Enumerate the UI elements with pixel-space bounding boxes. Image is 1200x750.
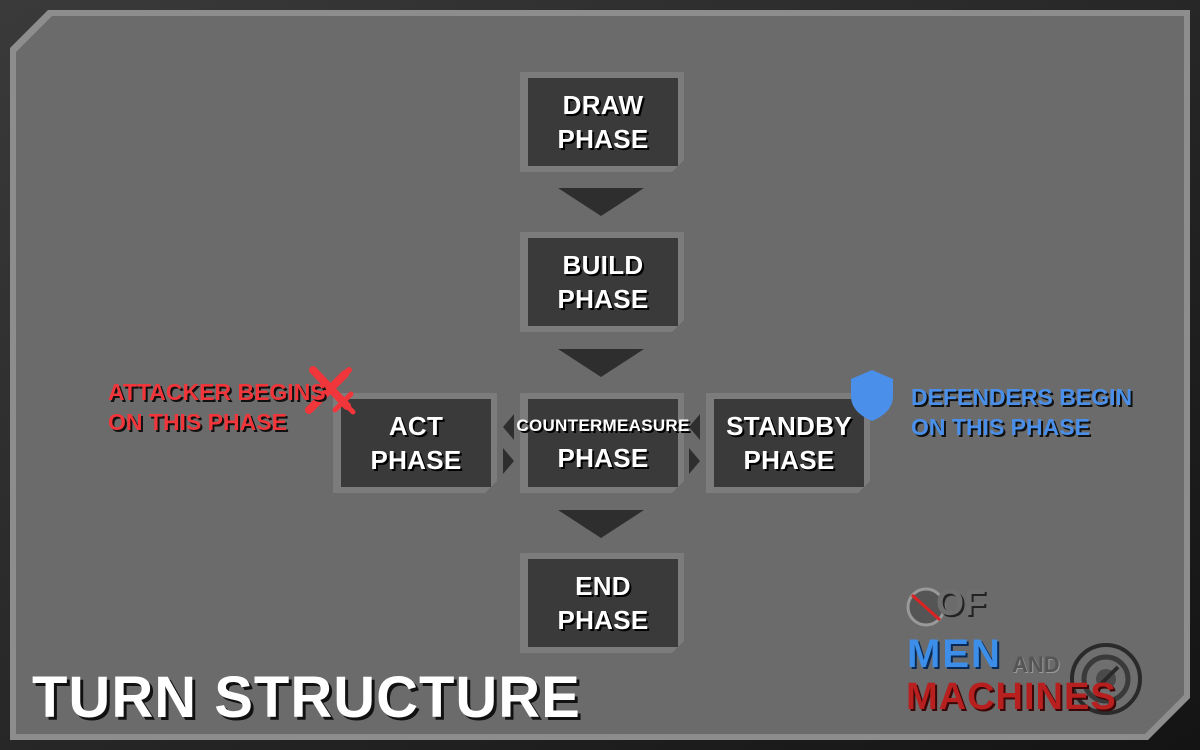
phase-box-frames (333, 72, 870, 653)
phase-standby-line1: STANDBY (726, 411, 852, 441)
game-logo (906, 587, 1142, 715)
arrow-left-counter (689, 414, 700, 440)
phase-act: ACT PHASE (341, 399, 491, 487)
phase-standby: STANDBY PHASE (714, 399, 864, 487)
arrow-down-3 (558, 510, 644, 538)
phase-build-line1: BUILD (562, 250, 644, 280)
attacker-note: ATTACKER BEGINS ON THIS PHASE (108, 377, 326, 437)
defender-note-line1: DEFENDERS BEGIN (911, 384, 1133, 410)
phase-countermeasure: COUNTERMEASURE PHASE (516, 399, 689, 487)
logo-men: MEN (907, 632, 1002, 676)
phase-draw: DRAW PHASE (528, 78, 678, 166)
attacker-note-line2: ON THIS PHASE (108, 409, 287, 435)
arrow-left-act (503, 414, 514, 440)
phase-countermeasure-line2: PHASE (557, 443, 649, 473)
logo-machines: MACHINES (906, 676, 1117, 718)
phase-end-line1: END (575, 571, 631, 601)
phase-build-line2: PHASE (557, 284, 649, 314)
logo-and: AND (1012, 652, 1060, 677)
page-title: TURN STRUCTURE (32, 665, 581, 730)
arrow-down-2 (558, 349, 644, 377)
arrow-right-counter (689, 448, 700, 474)
phase-standby-line2: PHASE (743, 445, 835, 475)
phase-act-line1: ACT (388, 411, 444, 441)
phase-end: END PHASE (528, 559, 678, 647)
defender-note-line2: ON THIS PHASE (911, 414, 1090, 440)
arrow-right-act (503, 448, 514, 474)
shield-icon (851, 370, 893, 421)
phase-build: BUILD PHASE (528, 238, 678, 326)
phase-act-line2: PHASE (370, 445, 462, 475)
arrow-down-1 (558, 188, 644, 216)
phase-draw-line1: DRAW (562, 90, 644, 120)
phase-countermeasure-line1: COUNTERMEASURE (516, 416, 690, 435)
logo-of: OF (936, 582, 986, 623)
crossed-swords-icon (305, 366, 356, 415)
phase-end-line2: PHASE (557, 605, 649, 635)
defender-note: DEFENDERS BEGIN ON THIS PHASE (911, 382, 1132, 442)
attacker-note-line1: ATTACKER BEGINS (108, 379, 326, 405)
phase-draw-line2: PHASE (557, 124, 649, 154)
